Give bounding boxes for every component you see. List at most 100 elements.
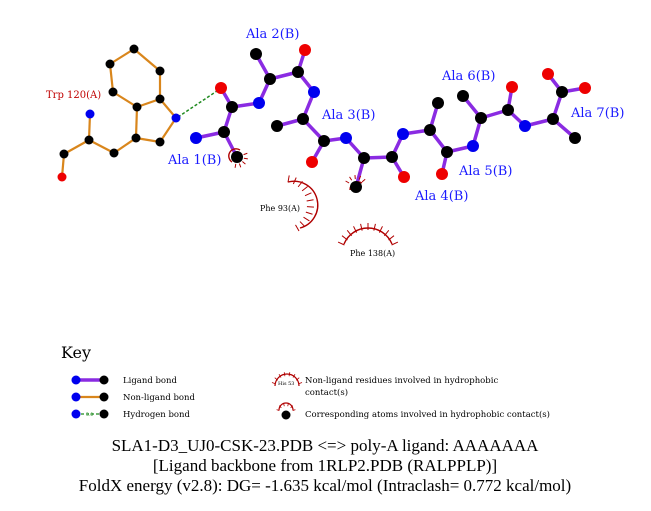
key-hydrophobic-residue: His 53 Non-ligand residues involved in h… [271,372,498,398]
residue-label-ala5: Ala 5(B) [458,164,512,179]
carbon-atom [59,149,69,159]
residue-label-ala7: Ala 7(B) [570,106,624,121]
oxygen-atom [542,68,554,80]
carbon-atom [105,59,115,69]
carbon-atom [556,86,568,98]
key-hbond-length: 3.0 [86,412,93,418]
caption-line2: [Ligand backbone from 1RLP2.PDB (RALPPLP… [153,456,497,475]
carbon-atom [424,124,436,136]
carbon-atom [432,97,444,109]
ligand-backbone [194,48,587,189]
hydrophobic-lash [290,405,293,409]
hydrophobic-lash [288,372,291,377]
oxygen-atom [57,172,67,182]
nitrogen-atom [171,113,181,123]
carbon-atom [475,112,487,124]
oxygen-atom [215,82,227,94]
carbon-atom [358,152,370,164]
hydrophobic-lash [304,192,312,197]
key-ligand-bond-label: Ligand bond [123,376,178,386]
hydrophobic-lash [292,373,296,378]
oxygen-atom [299,44,311,56]
carbon-atom [386,151,398,163]
hydrophobic-lash [278,373,282,378]
hydrophobic-lash [337,241,345,246]
carbon-atom [350,181,362,193]
hydrophobic-lash [298,382,303,385]
carbon-atom [129,44,139,54]
hydrophobic-lash [297,181,303,188]
hydrophobic-lash [292,409,296,411]
hydrophobic-lash [378,226,383,233]
hydrophobic-lash [287,175,290,183]
hydrophobic-lash [301,186,308,192]
hydrophobic-lash [243,152,248,156]
oxygen-atom [398,171,410,183]
hydrophobic-atom-arc-ala1 [228,148,241,163]
key-hydrophobic-atom: Corresponding atoms involved in hydropho… [276,402,550,420]
carbon-atom [132,102,142,112]
hydrophobic-lash [295,377,300,381]
hydrophobic-lash [391,241,399,246]
key-nonligand-bond: Non-ligand bond [71,392,195,403]
oxygen-atom [436,168,448,180]
hydrophobic-lash [303,216,310,222]
carbon-atom [250,48,262,60]
residue-label-ala6: Ala 6(B) [441,69,495,84]
residue-label-ala4: Ala 4(B) [414,189,468,204]
hydrophobic-lash [341,235,348,241]
hydrophobic-lash [346,230,353,237]
carbon-atom [226,101,238,113]
hydrogen-bond [177,88,221,118]
key-panel: Key Ligand bond Non-ligand bond 3.0 Hydr… [61,343,550,420]
carbon-atom [297,113,309,125]
hydrophobic-lash [373,223,376,231]
carbon-atom [84,135,94,145]
hydrophobic-lash [274,377,279,381]
trp120-label: Trp 120(A) [46,90,101,101]
oxygen-atom [506,81,518,93]
atoms [57,44,591,193]
hydrophobic-lash [388,235,395,241]
key-title: Key [61,343,91,362]
residue-label-ala3: Ala 3(B) [321,108,375,123]
caption-line3: FoldX energy (v2.8): DG= -1.635 kcal/mol… [79,476,571,495]
hydrophobic-lash [271,382,276,385]
key-hydrophobic-residues-line1: Non-ligand residues involved in hydropho… [305,376,498,386]
nitrogen-atom [253,97,265,109]
carbon-atom [271,120,283,132]
oxygen-atom [306,156,318,168]
hydrophobic-lash [243,157,248,160]
carbon-atom [441,146,453,158]
nitrogen-atom [308,86,320,98]
carbon-atom [292,66,304,78]
phe138-label: Phe 138(A) [350,249,395,258]
key-hydrophobic-residues-line2: contact(s) [305,387,348,398]
nitrogen-atom [340,132,352,144]
key-hydrogen-bond-label: Hydrogen bond [123,410,191,420]
nitrogen-atom [519,120,531,132]
key-his53: His 53 [278,381,294,387]
hydrophobic-lash [287,403,289,407]
hydrophobic-lash [361,178,366,183]
hydrophobic-lash [299,221,306,227]
caption-line1: SLA1-D3_UJ0-CSK-23.PDB <=> poly-A ligand… [112,436,540,455]
carbon-atom [502,104,514,116]
carbon-atom [155,137,165,147]
hydrophobic-lash [238,163,242,168]
key-ligand-bond: Ligand bond [71,375,178,386]
carbon-atom [108,87,118,97]
carbon-atom [318,135,330,147]
phe93-arc [287,180,319,229]
key-nonligand-bond-label: Non-ligand bond [123,393,195,403]
hydrophobic-lash [306,199,314,202]
hydrophobic-lash [242,161,246,165]
hydrophobic-lash [360,223,363,231]
key-hydrogen-bond: 3.0 Hydrogen bond [71,409,191,420]
residue-label-ala1: Ala 1(B) [167,153,221,168]
nitrogen-atom [467,140,479,152]
nitrogen-atom [190,132,202,144]
phe93-label: Phe 93(A) [260,204,300,213]
hydrophobic-lash [279,405,282,409]
